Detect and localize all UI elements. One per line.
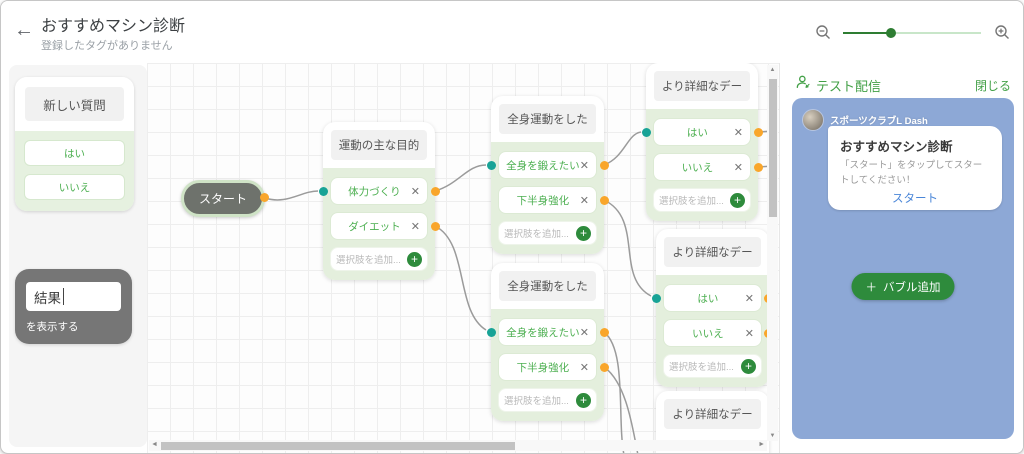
test-user-icon <box>795 74 811 95</box>
header-bar: ← おすすめマシン診断 登録したタグがありません <box>1 1 1023 63</box>
flow-node-question-4[interactable]: 全身運動をした 全身を鍛えたい ✕ 下半身強化 ✕ 選択肢を追加... + <box>491 263 604 421</box>
scroll-up-icon[interactable]: ▲ <box>769 67 776 73</box>
option-row[interactable]: いいえ ✕ <box>653 153 751 181</box>
test-panel-title: テスト配信 <box>816 79 882 94</box>
input-port[interactable] <box>652 294 661 303</box>
add-option-icon[interactable]: + <box>730 192 745 208</box>
output-port[interactable] <box>431 222 440 231</box>
back-arrow-icon[interactable]: ← <box>14 19 34 41</box>
add-option-icon[interactable]: + <box>576 225 591 241</box>
output-port[interactable] <box>600 363 609 372</box>
input-port[interactable] <box>487 161 496 170</box>
add-option-icon[interactable]: + <box>741 358 756 374</box>
flow-node-question-1[interactable]: 運動の主な目的 体力づくり ✕ ダイエット ✕ 選択肢を追加... + <box>323 122 435 280</box>
bubble-text: 「スタート」をタップしてスタートしてください！ <box>840 160 983 186</box>
input-port[interactable] <box>642 128 651 137</box>
flow-node-question-3[interactable]: より詳細なデー はい ✕ いいえ ✕ 選択肢を追加... + <box>646 63 758 221</box>
horizontal-scroll-thumb[interactable] <box>161 441 515 450</box>
input-port[interactable] <box>319 187 328 196</box>
add-option-row[interactable]: 選択肢を追加... + <box>663 354 762 378</box>
chat-preview-area: スポーツクラブL Dash おすすめマシン診断 「スタート」をタップしてスタート… <box>792 98 1014 439</box>
remove-option-icon[interactable]: ✕ <box>744 327 754 340</box>
node-palette: 新しい質問 はい いいえ 結果 を表示する <box>9 65 147 447</box>
option-row[interactable]: はい ✕ <box>663 284 762 312</box>
option-row[interactable]: ダイエット ✕ <box>330 212 428 240</box>
node-title[interactable]: より詳細なデー <box>664 399 761 429</box>
zoom-slider-fill <box>843 32 891 34</box>
scroll-left-icon[interactable]: ◄ <box>151 441 158 448</box>
bubble-title: おすすめマシン診断 <box>840 140 953 154</box>
option-row[interactable]: 全身を鍛えたい ✕ <box>498 151 597 179</box>
remove-option-icon[interactable]: ✕ <box>733 161 743 174</box>
remove-option-icon[interactable]: ✕ <box>733 126 743 139</box>
palette-result-card[interactable]: 結果 を表示する <box>15 269 132 344</box>
remove-option-icon[interactable]: ✕ <box>579 194 589 207</box>
remove-option-icon[interactable]: ✕ <box>579 361 589 374</box>
flow-canvas[interactable]: スタート 運動の主な目的 体力づくり ✕ ダイエット ✕ 選択肢を追加... + <box>147 63 779 453</box>
option-row[interactable]: はい ✕ <box>653 118 751 146</box>
zoom-slider-track[interactable] <box>843 28 981 38</box>
output-port[interactable] <box>600 161 609 170</box>
palette-new-question-card[interactable]: 新しい質問 はい いいえ <box>15 77 134 211</box>
add-option-row[interactable]: 選択肢を追加... + <box>330 247 428 271</box>
add-bubble-button[interactable]: ＋ バブル追加 <box>851 273 955 300</box>
output-port[interactable] <box>600 196 609 205</box>
flow-node-question-5[interactable]: より詳細なデー はい ✕ いいえ ✕ 選択肢を追加... + <box>656 229 769 387</box>
node-title[interactable]: 運動の主な目的 <box>331 130 427 160</box>
test-delivery-panel: テスト配信 閉じる スポーツクラブL Dash おすすめマシン診断 「スタート」… <box>779 63 1023 453</box>
add-option-icon[interactable]: + <box>576 392 591 408</box>
option-row[interactable]: 下半身強化 ✕ <box>498 186 597 214</box>
remove-option-icon[interactable]: ✕ <box>744 292 754 305</box>
chat-sender-name: スポーツクラブL Dash <box>830 116 928 127</box>
output-port[interactable] <box>600 328 609 337</box>
scroll-down-icon[interactable]: ▼ <box>769 433 776 439</box>
result-label: 結果 <box>34 290 61 306</box>
option-row[interactable]: 全身を鍛えたい ✕ <box>498 318 597 346</box>
output-port[interactable] <box>754 163 763 172</box>
palette-option-yes[interactable]: はい <box>24 140 125 166</box>
text-cursor <box>63 288 64 305</box>
zoom-slider-handle[interactable] <box>886 28 896 38</box>
scroll-right-icon[interactable]: ► <box>758 441 765 448</box>
start-output-port[interactable] <box>260 193 269 202</box>
remove-option-icon[interactable]: ✕ <box>579 159 589 172</box>
output-port[interactable] <box>754 128 763 137</box>
bubble-start-button[interactable]: スタート <box>892 192 938 205</box>
remove-option-icon[interactable]: ✕ <box>410 220 420 233</box>
canvas-zoom-control <box>815 23 1011 43</box>
remove-option-icon[interactable]: ✕ <box>579 326 589 339</box>
add-option-row[interactable]: 選択肢を追加... + <box>653 188 751 212</box>
page-title: おすすめマシン診断 <box>41 18 186 35</box>
option-row[interactable]: 体力づくり ✕ <box>330 177 428 205</box>
result-input[interactable]: 結果 <box>26 282 121 311</box>
close-panel-button[interactable]: 閉じる <box>974 79 1011 93</box>
canvas-horizontal-scrollbar[interactable]: ◄ ► <box>149 440 767 451</box>
node-title[interactable]: より詳細なデー <box>654 71 750 101</box>
input-port[interactable] <box>487 328 496 337</box>
palette-option-no[interactable]: いいえ <box>24 174 125 200</box>
start-node[interactable]: スタート <box>181 180 265 217</box>
node-title[interactable]: より詳細なデー <box>664 237 761 267</box>
node-title[interactable]: 全身運動をした <box>499 104 596 134</box>
tag-status-text: 登録したタグがありません <box>41 40 173 52</box>
add-option-row[interactable]: 選択肢を追加... + <box>498 221 597 245</box>
zoom-in-icon[interactable] <box>994 24 1011 46</box>
flow-node-question-2[interactable]: 全身運動をした 全身を鍛えたい ✕ 下半身強化 ✕ 選択肢を追加... + <box>491 96 604 254</box>
option-row[interactable]: 下半身強化 ✕ <box>498 353 597 381</box>
remove-option-icon[interactable]: ✕ <box>410 185 420 198</box>
add-option-icon[interactable]: + <box>407 251 422 267</box>
avatar <box>802 109 824 131</box>
new-question-label: 新しい質問 <box>25 87 124 121</box>
vertical-scroll-thumb[interactable] <box>768 79 777 217</box>
output-port[interactable] <box>431 187 440 196</box>
zoom-out-icon[interactable] <box>815 24 832 46</box>
chat-bubble: おすすめマシン診断 「スタート」をタップしてスタートしてください！ スタート <box>828 126 1002 210</box>
node-title[interactable]: 全身運動をした <box>499 271 596 301</box>
result-caption: を表示する <box>26 321 79 333</box>
add-option-row[interactable]: 選択肢を追加... + <box>498 388 597 412</box>
plus-icon: ＋ <box>865 281 878 294</box>
canvas-vertical-scrollbar[interactable]: ▲ ▼ <box>767 65 778 441</box>
option-row[interactable]: いいえ ✕ <box>663 319 762 347</box>
